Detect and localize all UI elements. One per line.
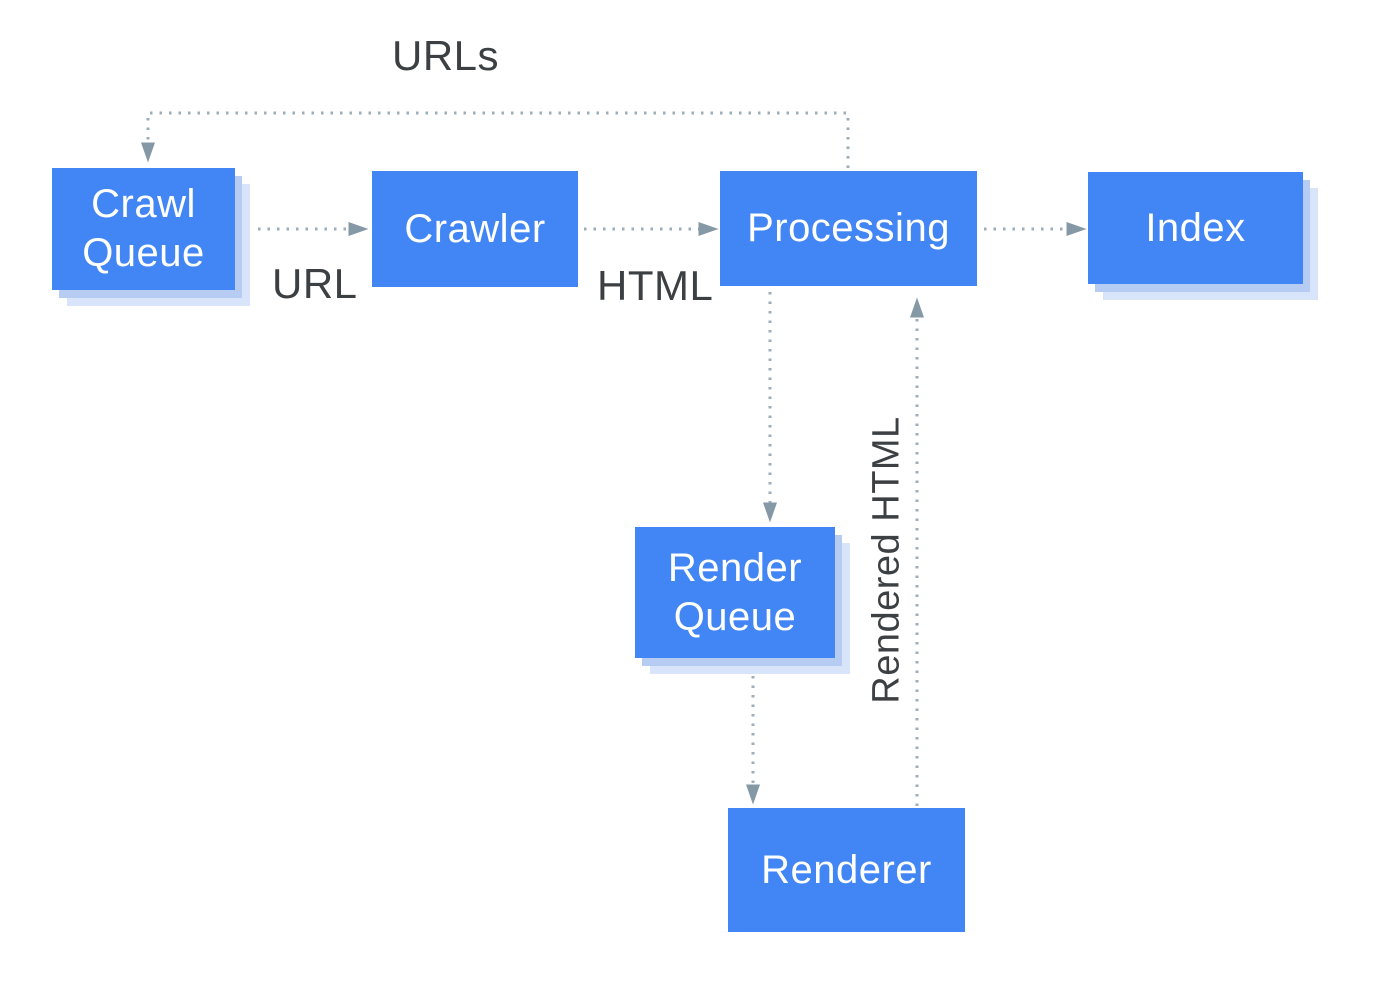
node-render-queue: Render Queue (635, 527, 835, 658)
arrow-processing-to-crawl-queue (141, 111, 850, 168)
label-html: HTML (597, 262, 714, 309)
node-index: Index (1088, 172, 1303, 284)
label-urls: URLs (392, 32, 500, 79)
label-url: URL (272, 260, 358, 307)
node-renderer-label: Renderer (761, 847, 932, 892)
node-index-label: Index (1145, 205, 1246, 250)
node-crawl-queue-label: Crawl Queue (82, 182, 205, 275)
node-processing: Processing (720, 171, 977, 286)
node-crawl-queue: Crawl Queue (52, 168, 235, 290)
node-processing-label: Processing (747, 206, 950, 251)
node-crawler: Crawler (372, 171, 578, 287)
node-renderer: Renderer (728, 808, 965, 932)
node-crawler-label: Crawler (404, 206, 546, 251)
node-render-queue-label: Render Queue (667, 545, 803, 639)
label-rendered-html: Rendered HTML (865, 416, 908, 704)
